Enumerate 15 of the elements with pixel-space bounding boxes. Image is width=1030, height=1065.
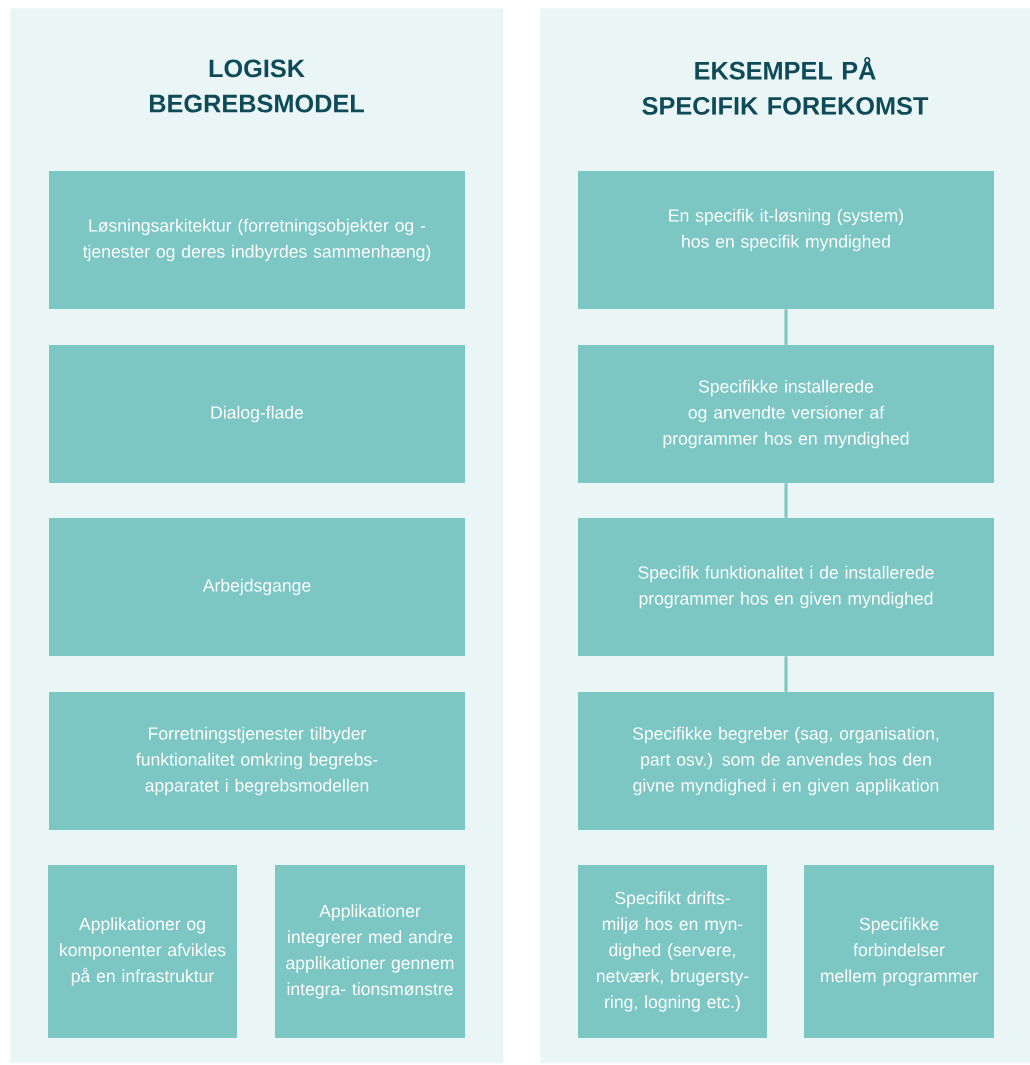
box: Applikationer og komponenter afvikles på en infrastruktur	[48, 865, 237, 1038]
connector-line	[784, 483, 788, 518]
box: En specifik it-løsning (system) hos en specifik myndighed	[578, 171, 994, 309]
box: Forretningstjenester tilbyder funktionalitet omkring begrebs- apparatet i begrebsmodellen	[49, 692, 465, 830]
box: Specifikke installerede og anvendte versioner af programmer hos en myndighed	[578, 345, 994, 483]
box: Specifikt drifts- miljø hos en myn- dighed (servere, netværk, brugersty- ring, logning etc.)	[578, 865, 767, 1038]
connector-line	[784, 309, 788, 345]
connector-line	[784, 656, 788, 692]
box: Specifikke forbindelser mellem programmer	[804, 865, 994, 1038]
box: Dialog-flade	[49, 345, 465, 483]
box: Løsningsarkitektur (forretningsobjekter og - tjenester og deres indbyrdes sammenhæng)	[49, 171, 465, 309]
box: Applikationer integrerer med andre applikationer gennem integra- tionsmønstre	[275, 865, 465, 1038]
box: Arbejdsgange	[49, 518, 465, 656]
box: Specifikke begreber (sag, organisation, part osv.) som de anvendes hos den givne myndighed i en given applikation	[578, 692, 994, 830]
box: Specifik funktionalitet i de installerede programmer hos en given myndighed	[578, 518, 994, 656]
